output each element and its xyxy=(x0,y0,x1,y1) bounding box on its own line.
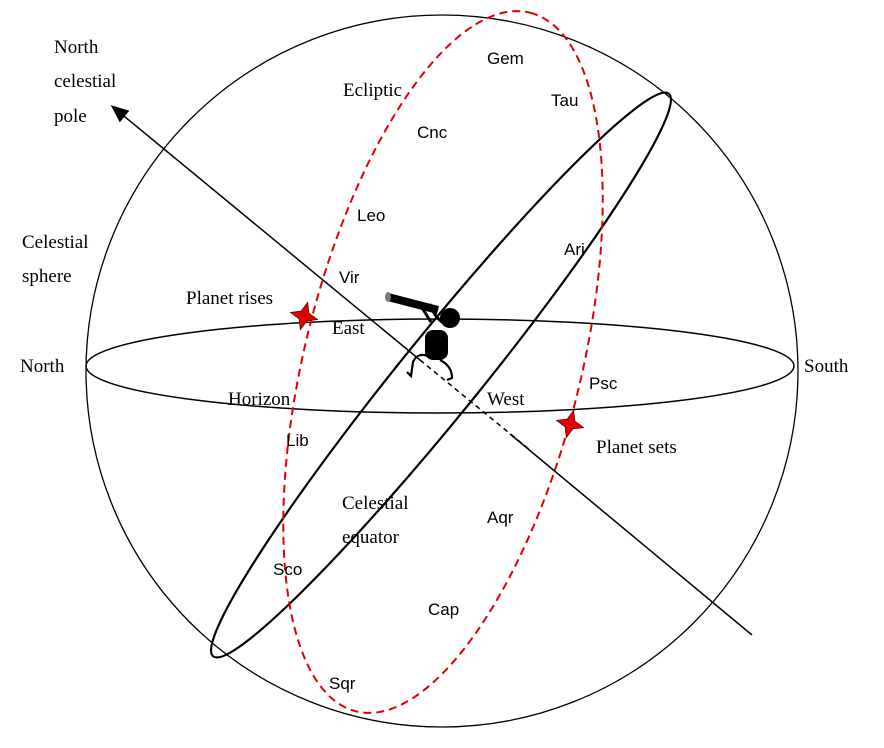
constellation-sqr: Sqr xyxy=(329,674,356,693)
planet-sets-label: Planet sets xyxy=(596,437,677,458)
celestial-axis-north xyxy=(110,105,421,361)
planet-rises-star-icon xyxy=(289,301,319,331)
east-label: East xyxy=(332,318,365,339)
constellation-lib: Lib xyxy=(286,431,309,450)
north-pole-label-2: celestial xyxy=(54,71,116,92)
planet-sets-star-icon xyxy=(555,409,585,439)
observer-with-telescope-icon xyxy=(385,292,460,382)
celestial-sphere-label-2: sphere xyxy=(22,266,72,287)
celestial-equator-label-2: equator xyxy=(342,527,400,548)
ecliptic-label: Ecliptic xyxy=(343,80,402,101)
constellation-vir: Vir xyxy=(339,268,360,287)
south-label: South xyxy=(804,356,849,377)
constellation-aqr: Aqr xyxy=(487,508,514,527)
ecliptic-ellipse xyxy=(282,10,604,714)
constellation-psc: Psc xyxy=(589,374,618,393)
west-label: West xyxy=(487,389,525,410)
north-pole-label-1: North xyxy=(54,37,99,58)
celestial-equator-ellipse xyxy=(209,91,673,659)
celestial-axis-south xyxy=(509,433,753,636)
constellation-tau: Tau xyxy=(551,91,578,110)
constellation-ari: Ari xyxy=(564,240,585,259)
constellation-cap: Cap xyxy=(428,600,459,619)
constellation-leo: Leo xyxy=(357,206,385,225)
north-pole-label-3: pole xyxy=(54,106,87,127)
constellation-sco: Sco xyxy=(273,560,302,579)
celestial-sphere xyxy=(85,14,799,728)
celestial-equator-label-1: Celestial xyxy=(342,493,408,514)
constellation-gem: Gem xyxy=(487,49,524,68)
planet-rises-label: Planet rises xyxy=(186,288,273,309)
north-label: North xyxy=(20,356,65,377)
constellation-cnc: Cnc xyxy=(417,123,448,142)
celestial-sphere-label-1: Celestial xyxy=(22,232,88,253)
horizon-label: Horizon xyxy=(228,389,291,410)
